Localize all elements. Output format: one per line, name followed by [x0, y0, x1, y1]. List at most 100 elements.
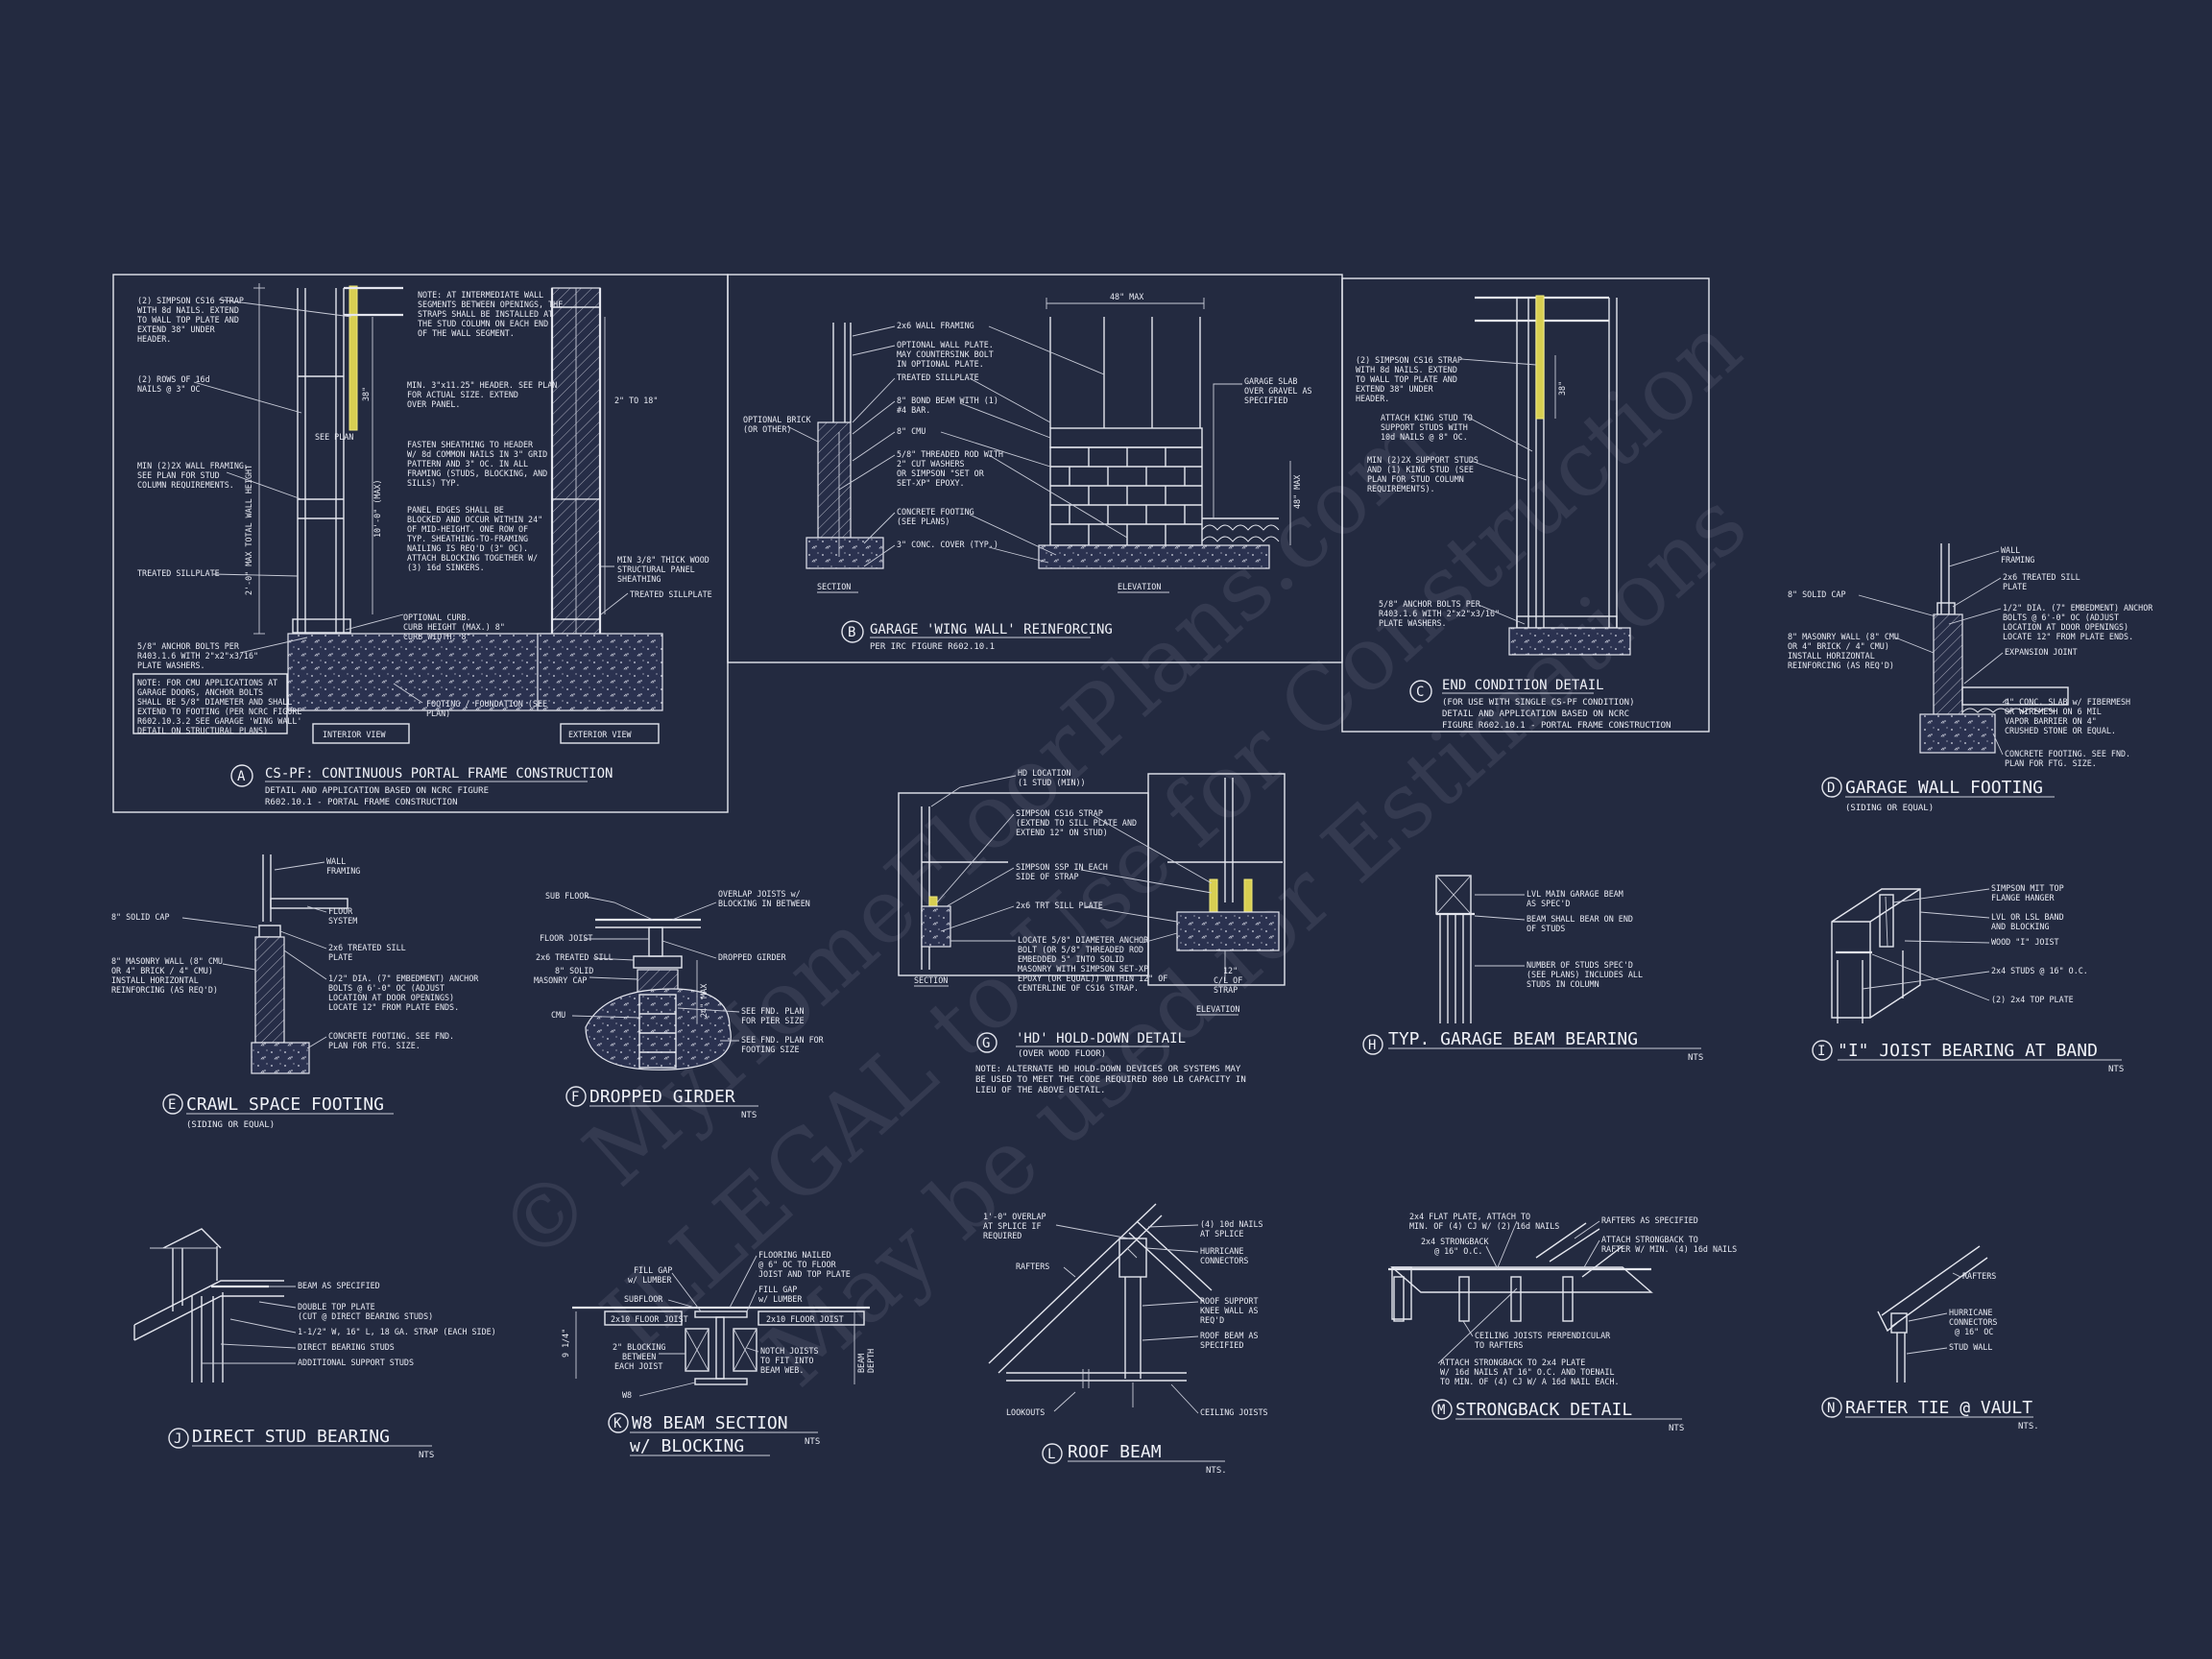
- detail-g-tag-circle: [976, 1032, 998, 1053]
- note-m-r1: RAFTERS AS SPECIFIED: [1601, 1215, 1698, 1225]
- beam-depth-2: DEPTH: [866, 1349, 876, 1373]
- detail-e-sub: (SIDING OR EQUAL): [186, 1120, 275, 1130]
- detail-g-notes: HD LOCATION(1 STUD (MIN)) SIMPSON CS16 S…: [930, 768, 1213, 993]
- cs16-strap-c: [1535, 295, 1545, 420]
- note-f-l2: FLOOR JOIST: [540, 933, 592, 943]
- note-h-3: NUMBER OF STUDS SPEC'D(SEE PLANS) INCLUD…: [1527, 960, 1643, 989]
- detail-m-tag-circle: [1431, 1399, 1453, 1420]
- optional-brick: OPTIONAL BRICK(OR OTHER): [743, 415, 812, 434]
- detail-c-tag: C: [1416, 685, 1424, 700]
- note-f-r1: OVERLAP JOISTS w/BLOCKING IN BETWEEN: [718, 889, 810, 908]
- detail-h-drawing: [1435, 875, 1475, 1023]
- detail-l-tag: L: [1047, 1447, 1055, 1462]
- detail-n-tag-circle: [1821, 1397, 1842, 1418]
- detail-a-tag: A: [237, 769, 246, 784]
- detail-m-tag: M: [1437, 1403, 1445, 1418]
- detail-l-tag-circle: [1042, 1443, 1063, 1464]
- detail-b-elevation-drawing: 48" MAX 48" MAX ELEVATION: [1038, 292, 1302, 593]
- beam-depth-1: BEAM: [856, 1354, 866, 1373]
- note-j-1: BEAM AS SPECIFIED: [298, 1281, 380, 1290]
- detail-d-tag: D: [1827, 781, 1835, 796]
- detail-e-tag: E: [168, 1097, 176, 1113]
- detail-d-drawing: [1919, 543, 2069, 754]
- note-a-r5: OPTIONAL CURB.CURB HEIGHT (MAX.) 8"CURB …: [403, 613, 505, 641]
- detail-b-elevation-label: ELEVATION: [1118, 582, 1161, 591]
- note-e-r5: CONCRETE FOOTING. SEE FND.PLAN FOR FTG. …: [328, 1031, 454, 1050]
- interior-view-box: [312, 723, 410, 744]
- detail-e-tag-circle: [162, 1094, 183, 1115]
- detail-l-title: ROOF BEAM: [1068, 1442, 1162, 1462]
- note-b-8: 3" CONC. COVER (TYP.): [897, 540, 998, 549]
- detail-g-tag: G: [982, 1036, 990, 1051]
- note-i-3: WOOD "I" JOIST: [1991, 937, 2059, 947]
- detail-i-tag: I: [1817, 1044, 1825, 1059]
- note-e-l1: 8" SOLID CAP: [111, 912, 170, 922]
- detail-b-section-label: SECTION: [817, 582, 851, 591]
- note-j-5: ADDITIONAL SUPPORT STUDS: [298, 1358, 414, 1367]
- joist-left-label: 2x10 FLOOR JOIST: [611, 1314, 688, 1324]
- detail-j-tag: J: [174, 1431, 181, 1447]
- detail-b-tag-circle: [841, 620, 864, 643]
- detail-e-drawing: [251, 854, 349, 1074]
- dim-2-to-18: 2" TO 18": [614, 396, 658, 405]
- detail-j: BEAM AS SPECIFIED DOUBLE TOP PLATE(CUT @…: [133, 1228, 496, 1460]
- watermark: © MyHomeFloorPlans.com ILLEGAL to Use fo…: [479, 297, 1767, 1407]
- detail-g-elevation-label: ELEVATION: [1196, 1004, 1239, 1014]
- detail-j-nts: NTS: [419, 1451, 434, 1460]
- detail-a-title: CS-PF: CONTINUOUS PORTAL FRAME CONSTRUCT…: [265, 766, 613, 781]
- detail-d-sub: (SIDING OR EQUAL): [1845, 804, 1934, 813]
- detail-f-nts: NTS: [741, 1111, 757, 1120]
- detail-b: SECTION OPTIONAL BRICK(OR OTHER) 48" MAX…: [743, 292, 1312, 652]
- detail-a-sub1: DETAIL AND APPLICATION BASED ON NCRC FIG…: [265, 786, 489, 796]
- detail-c-sub2: DETAIL AND APPLICATION BASED ON NCRC: [1442, 709, 1629, 719]
- detail-a-tag-circle: [230, 764, 253, 787]
- detail-b-title: GARAGE 'WING WALL' REINFORCING: [870, 622, 1113, 637]
- dim-48max: 48" MAX: [1110, 292, 1143, 301]
- detail-a-sub2: R602.10.1 - PORTAL FRAME CONSTRUCTION: [265, 798, 457, 807]
- detail-c-drawing: 38": [1475, 295, 1631, 656]
- detail-k: 9 1/4" BEAM DEPTH 2x10 FLOOR JOIST 2x10 …: [561, 1250, 876, 1456]
- see-plan-label: SEE PLAN: [315, 432, 353, 442]
- note-b-1: 2x6 WALL FRAMING: [897, 321, 974, 330]
- note-i-5: (2) 2x4 TOP PLATE: [1991, 995, 2074, 1004]
- detail-b-sub: PER IRC FIGURE R602.10.1: [870, 642, 995, 652]
- note-b-4: 8" BOND BEAM WITH (1)#4 BAR.: [897, 396, 998, 415]
- detail-k-nts: NTS: [805, 1437, 820, 1447]
- note-g-4: 2x6 TRT SILL PLATE: [1016, 901, 1103, 910]
- detail-k-title1: W8 BEAM SECTION: [632, 1413, 788, 1433]
